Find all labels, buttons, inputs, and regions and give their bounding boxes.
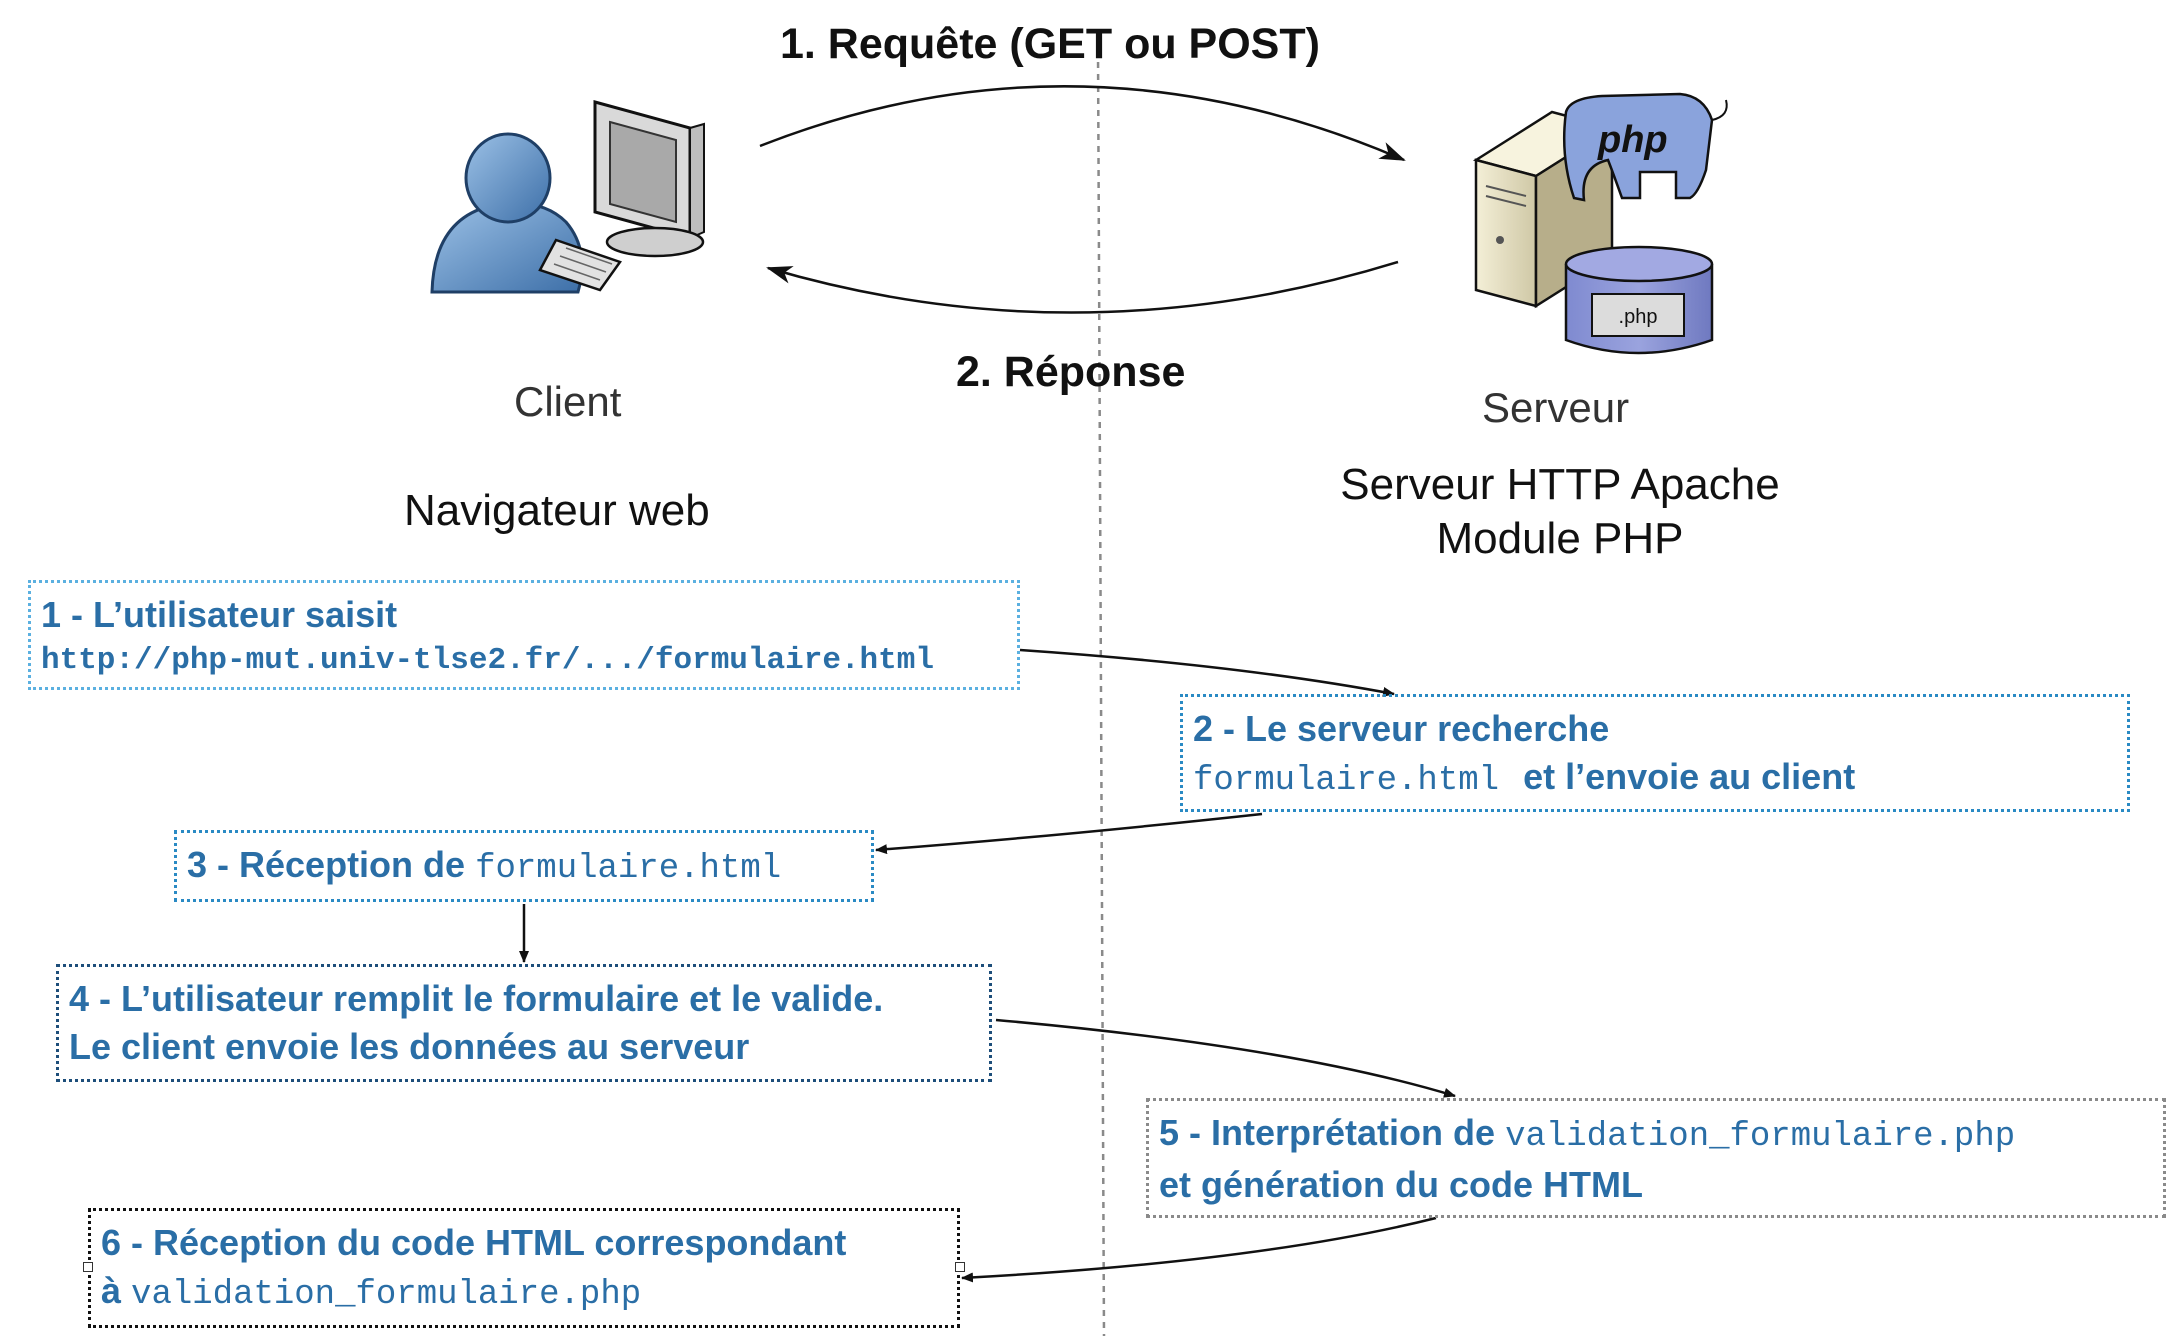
step-1-url: http://php-mut.univ-tlse2.fr/.../formula… xyxy=(41,643,934,678)
step-4-box: 4 - L’utilisateur remplit le formulaire … xyxy=(56,964,992,1082)
server-label: Serveur HTTP Apache Module PHP xyxy=(1300,458,1820,566)
php-elephant-icon: php xyxy=(1562,92,1728,202)
step-6-box: 6 - Réception du code HTML correspondant… xyxy=(88,1208,960,1328)
php-file-cylinder-icon: .php xyxy=(1564,245,1714,355)
step-5-text: 5 - Interprétation de xyxy=(1159,1112,1496,1153)
response-title: 2. Réponse xyxy=(956,348,1186,396)
step-3-line: 3 - Réception de formulaire.html xyxy=(187,841,861,893)
php-file-tag: .php xyxy=(1619,306,1658,328)
step-2-rest: et l’envoie au client xyxy=(1523,756,1856,797)
client-caption: Client xyxy=(514,378,622,425)
step-2-title: 2 - Le serveur recherche xyxy=(1193,708,1610,749)
step-5-line1: 5 - Interprétation de validation_formula… xyxy=(1159,1109,2153,1161)
step-1-title: 1 - L’utilisateur saisit xyxy=(41,594,398,635)
step-5-line2: et génération du code HTML xyxy=(1159,1164,1644,1205)
step-2-code: formulaire.html xyxy=(1193,762,1500,800)
step-3-box: 3 - Réception de formulaire.html xyxy=(174,830,874,902)
step-5-box: 5 - Interprétation de validation_formula… xyxy=(1146,1098,2166,1218)
selection-handle-right[interactable] xyxy=(955,1262,965,1272)
step-6-prefix: à xyxy=(101,1270,122,1311)
step-1-box: 1 - L’utilisateur saisit http://php-mut.… xyxy=(28,580,1020,690)
divider-line xyxy=(1096,49,1106,1336)
request-arrow xyxy=(759,85,1406,162)
step-3-text: 3 - Réception de xyxy=(187,844,466,885)
selection-handle-left[interactable] xyxy=(83,1262,93,1272)
arrow-step4-to-step5 xyxy=(995,1018,1456,1098)
server-label-line1: Serveur HTTP Apache xyxy=(1340,460,1780,509)
response-arrow xyxy=(766,260,1399,314)
arrow-step1-to-step2 xyxy=(1019,648,1395,697)
step-3-code: formulaire.html xyxy=(475,850,782,888)
server-caption: Serveur xyxy=(1482,384,1630,431)
step-2-box: 2 - Le serveur recherche formulaire.html… xyxy=(1180,694,2130,812)
server-label-line2: Module PHP xyxy=(1436,514,1684,563)
step-2-line2: formulaire.html et l’envoie au client xyxy=(1193,753,2117,805)
request-title: 1. Requête (GET ou POST) xyxy=(780,20,1320,68)
step-4-line1: 4 - L’utilisateur remplit le formulaire … xyxy=(69,978,884,1019)
php-logo-text: php xyxy=(1597,119,1668,161)
step-5-code: validation_formulaire.php xyxy=(1505,1118,2016,1156)
client-computer-icon xyxy=(538,100,705,292)
client-label: Navigateur web xyxy=(404,486,710,535)
arrow-step2-to-step3 xyxy=(875,812,1263,855)
step-6-line1: 6 - Réception du code HTML correspondant xyxy=(101,1222,847,1263)
step-4-line2: Le client envoie les données au serveur xyxy=(69,1026,750,1067)
step-6-line2: à validation_formulaire.php xyxy=(101,1267,947,1319)
arrow-step5-to-step6 xyxy=(961,1216,1437,1283)
step-6-code: validation_formulaire.php xyxy=(131,1276,642,1314)
